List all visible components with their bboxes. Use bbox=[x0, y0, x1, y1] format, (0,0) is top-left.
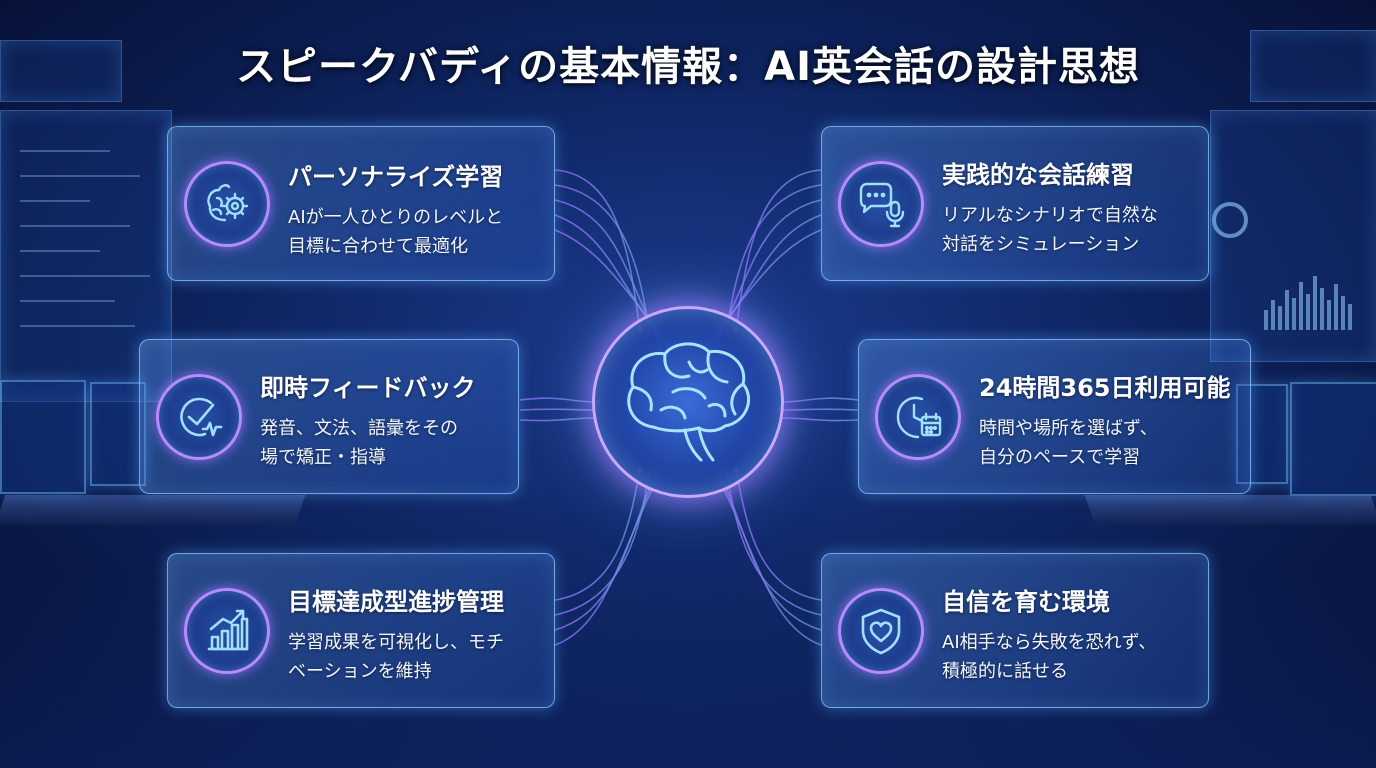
card-title: 目標達成型進捗管理 bbox=[288, 588, 504, 616]
card-practical-conversation: 実践的な会話練習 リアルなシナリオで自然な 対話をシミュレーション bbox=[821, 126, 1209, 281]
left-wall-panel bbox=[0, 110, 172, 402]
brain-icon bbox=[627, 342, 751, 462]
card-title: 自信を育む環境 bbox=[942, 588, 1110, 616]
central-hub bbox=[592, 306, 784, 498]
right-wall-panel-small bbox=[1250, 30, 1376, 102]
card-description: 時間や場所を選ばず、 自分のペースで学習 bbox=[979, 418, 1158, 468]
clock-calendar-icon bbox=[896, 396, 942, 439]
card-description: AI相手なら失敗を恐れず、 積極的に話せる bbox=[942, 632, 1157, 682]
left-monitor bbox=[0, 380, 86, 494]
left-wall-panel-small bbox=[0, 40, 122, 102]
card-description: リアルなシナリオで自然な 対話をシミュレーション bbox=[942, 205, 1158, 255]
card-title: パーソナライズ学習 bbox=[288, 163, 504, 191]
card-description: 学習成果を可視化し、モチ ベーションを維持 bbox=[288, 632, 504, 682]
card-description: AIが一人ひとりのレベルと 目標に合わせて最適化 bbox=[288, 207, 504, 257]
card-always-available: 24時間365日利用可能 時間や場所を選ばず、 自分のペースで学習 bbox=[858, 339, 1251, 494]
page-title: スピークバディの基本情報：AI英会話の設計思想 bbox=[235, 44, 1141, 90]
right-monitor bbox=[1290, 382, 1376, 496]
card-instant-feedback: 即時フィードバック 発音、文法、語彙をその 場で矯正・指導 bbox=[139, 339, 519, 494]
checkmark-pulse-icon bbox=[180, 397, 223, 437]
left-monitor-2 bbox=[90, 382, 146, 486]
shield-heart-icon bbox=[861, 608, 901, 655]
right-monitor-2 bbox=[1236, 384, 1288, 484]
card-personalized-learning: パーソナライズ学習 AIが一人ひとりのレベルと 目標に合わせて最適化 bbox=[167, 126, 555, 281]
card-title: 24時間365日利用可能 bbox=[979, 374, 1231, 402]
right-wall-gauge bbox=[1212, 202, 1248, 238]
card-title: 即時フィードバック bbox=[260, 374, 476, 402]
card-description: 発音、文法、語彙をその 場で矯正・指導 bbox=[260, 418, 458, 468]
card-title: 実践的な会話練習 bbox=[942, 161, 1134, 189]
card-goal-progress-management: 目標達成型進捗管理 学習成果を可視化し、モチ ベーションを維持 bbox=[167, 553, 555, 708]
brain-gear-icon bbox=[207, 184, 249, 222]
growth-chart-icon bbox=[207, 609, 249, 651]
card-confidence-environment: 自信を育む環境 AI相手なら失敗を恐れず、 積極的に話せる bbox=[821, 553, 1209, 708]
right-wall-bar-chart bbox=[1264, 276, 1352, 330]
chat-microphone-icon bbox=[859, 182, 905, 228]
